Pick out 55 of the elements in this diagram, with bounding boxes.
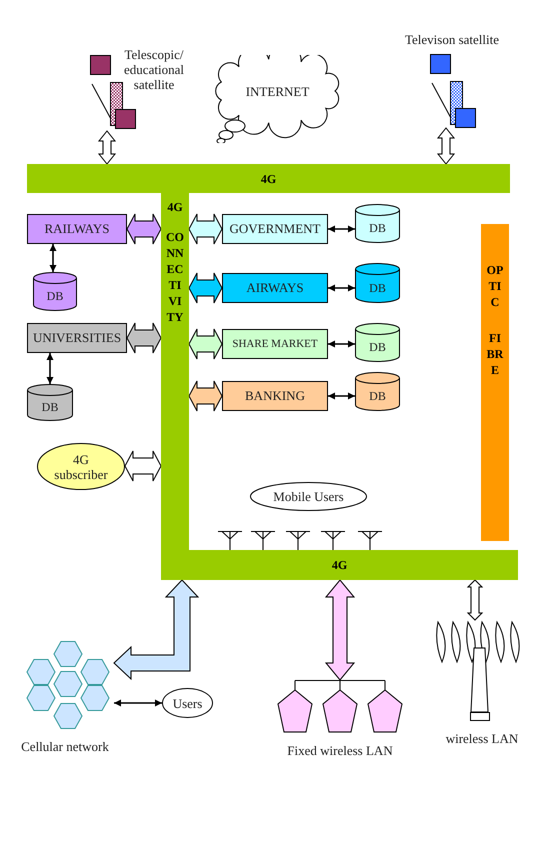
block-arrow <box>126 214 162 244</box>
block-arrow <box>188 380 223 412</box>
satellite-label: Telescopic/ educational satellite <box>123 47 185 92</box>
arrow <box>328 284 355 292</box>
bar-label: 4G <box>332 557 348 574</box>
vertical-label: CONNECTIVITY <box>166 229 184 325</box>
arrow <box>328 392 355 400</box>
node-label: DB <box>369 389 386 404</box>
block-arrow <box>188 272 223 304</box>
satellite-drawing <box>428 52 478 128</box>
process-box <box>27 323 127 353</box>
arrow <box>328 226 355 232</box>
box-label: UNIVERSITIES <box>32 329 122 348</box>
block-arrow <box>126 322 162 354</box>
process-box <box>222 381 328 411</box>
arrow <box>46 353 54 384</box>
node-label: wireless LAN <box>444 730 520 748</box>
box-label: AIRWAYS <box>246 279 304 298</box>
arrow <box>328 340 355 348</box>
block-arrow <box>98 130 116 165</box>
vertical-label: OPTIC <box>486 262 504 310</box>
node-label: DB <box>46 289 64 304</box>
vertical-label: FIBRE <box>486 330 504 378</box>
block-arrow <box>188 214 223 244</box>
satellite-label: Televison satellite <box>404 32 500 47</box>
box-label: RAILWAYS <box>44 220 110 238</box>
block-arrow <box>436 127 456 165</box>
box-label: BANKING <box>245 387 305 406</box>
node-label: Fixed wireless LAN <box>286 742 394 760</box>
box-label: GOVERNMENT <box>230 220 320 238</box>
block-arrow <box>466 579 484 621</box>
node-label: DB <box>369 340 386 355</box>
node-label: INTERNET <box>246 84 310 98</box>
box-label: SHARE MARKET <box>232 336 318 352</box>
node-label: Mobile Users <box>273 489 344 504</box>
node-label: DB <box>42 400 58 415</box>
arrow <box>114 700 162 706</box>
node-label: DB <box>369 280 386 296</box>
vertical-label: 4G <box>166 199 184 215</box>
connectivity-bar <box>481 224 509 541</box>
block-arrow <box>188 328 223 360</box>
arrow <box>50 244 56 272</box>
bar-label: 4G <box>260 170 276 188</box>
node-label: Users <box>172 696 202 710</box>
block-arrow <box>324 579 356 681</box>
process-box <box>222 214 328 244</box>
block-arrow <box>124 450 162 482</box>
process-box <box>222 329 328 359</box>
process-box <box>222 273 328 303</box>
node-label: 4G subscriber <box>53 452 109 482</box>
connectivity-bar <box>27 164 510 193</box>
process-box <box>27 214 127 244</box>
block-arrow <box>113 579 200 680</box>
node-label: Cellular network <box>20 738 110 756</box>
node-label: DB <box>369 221 386 236</box>
